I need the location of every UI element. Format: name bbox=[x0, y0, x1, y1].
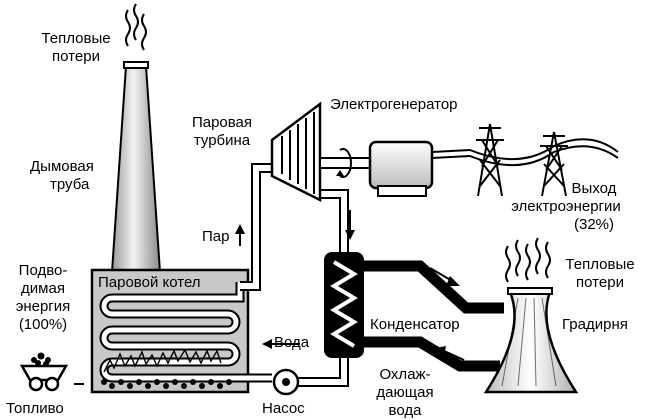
cooling-tower-label: Градирня bbox=[562, 316, 628, 333]
return-pipe bbox=[298, 356, 349, 387]
turbine-icon bbox=[270, 101, 322, 203]
input-energy-label: Подво-димая энергия(100%) bbox=[15, 262, 71, 333]
flow-arrow-cold bbox=[436, 346, 465, 361]
boiler-label: Паровой котел bbox=[98, 274, 201, 291]
generator-label: Электрогенератор bbox=[330, 96, 458, 113]
exhaust-pipe bbox=[320, 189, 349, 252]
rotation-arrow-icon bbox=[339, 148, 352, 178]
water-label: Вода bbox=[274, 334, 310, 351]
cooling-pipe-hot bbox=[364, 260, 504, 314]
generator-icon bbox=[368, 140, 471, 197]
flow-arrow-exhaust bbox=[345, 210, 355, 240]
condenser-icon bbox=[324, 252, 364, 358]
fuel-label: Топливо bbox=[6, 400, 64, 417]
flow-arrow-water bbox=[262, 339, 300, 349]
fire-icon bbox=[103, 348, 222, 373]
chimney bbox=[110, 65, 162, 273]
coal-bed-icon bbox=[101, 379, 232, 389]
turbine-shaft bbox=[319, 157, 377, 169]
cooling-pipe-cold bbox=[364, 336, 500, 372]
condenser-label: Конденсатор bbox=[370, 316, 460, 333]
flow-arrow-hot bbox=[429, 267, 460, 286]
transmission-tower-icon bbox=[469, 123, 619, 197]
fuel-cart-icon bbox=[19, 352, 84, 392]
output-label: Выход электроэнергии (32%) bbox=[511, 180, 621, 233]
steam-label: Пар bbox=[202, 228, 230, 245]
pump-label: Насос bbox=[262, 400, 305, 417]
chimney-smoke-icon bbox=[125, 3, 147, 51]
tower-steam-icon bbox=[505, 237, 551, 283]
flow-arrow-steam bbox=[235, 224, 245, 246]
